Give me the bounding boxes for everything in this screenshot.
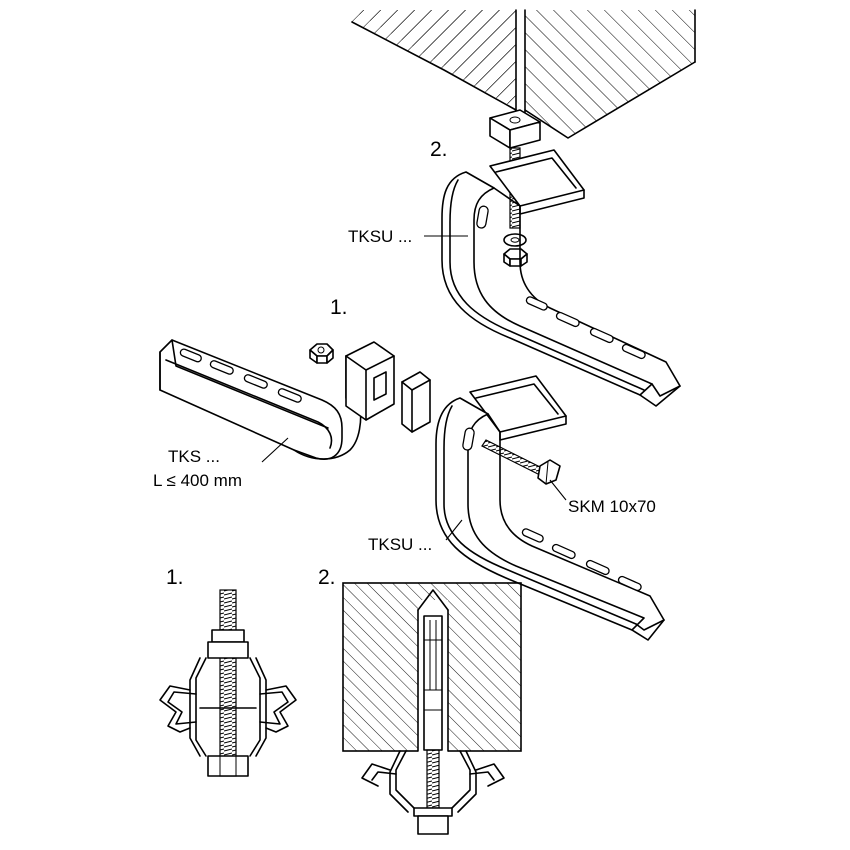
tksu-bracket-lower (435, 375, 665, 641)
leader-skm (549, 479, 567, 501)
tks-label: TKS ... (168, 447, 220, 466)
screw-label: SKM 10x70 (568, 497, 656, 516)
detail-left-step-label: 1. (166, 566, 184, 589)
detail-right-step-label: 2. (318, 566, 336, 589)
tksu-bottom-label: TKSU ... (368, 535, 432, 554)
detail-anchor-section (342, 582, 522, 835)
hex-nut (503, 248, 528, 267)
step-ceiling-label: 2. (430, 138, 448, 161)
tks-length-label: L ≤ 400 mm (153, 471, 242, 490)
skm-screw (481, 439, 561, 485)
tksu-bracket-upper (441, 149, 681, 407)
detail-rod-section (159, 589, 297, 777)
ceiling-block (351, 9, 696, 139)
leader-tks (261, 437, 289, 463)
washer (503, 233, 527, 247)
ceiling-clamp (489, 109, 541, 149)
leader-tksu-bottom (445, 519, 463, 541)
step-wall-label: 1. (330, 296, 348, 319)
connector-profile (345, 341, 431, 433)
tksu-top-label: TKSU ... (348, 227, 412, 246)
tks-nut (309, 343, 334, 364)
tks-bracket (159, 339, 362, 460)
